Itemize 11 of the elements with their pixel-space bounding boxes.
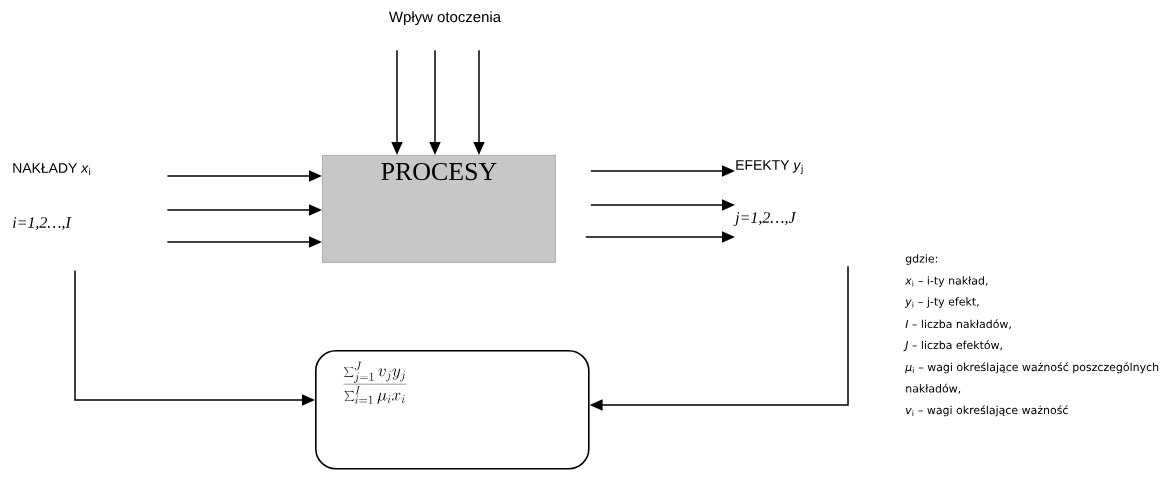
input-label: NAKŁADY x$_{i}$ i=1,2…,I xyxy=(13,163,91,231)
note-text: v$_{i}$ – wagi określające ważność xyxy=(906,405,1068,417)
output-label: EFEKTY y$_{j}$ j=1,2…,J xyxy=(733,160,803,227)
process-box: PROCESY xyxy=(322,155,556,263)
note-text: I – liczba nakładów, xyxy=(905,319,1011,330)
note-text: gdzie: xyxy=(905,254,938,265)
note-text: y$_{i}$ – j-ty efekt, xyxy=(904,297,979,308)
formula-box: $\frac{\sum_{j=1}^{J} v_j y_j}{\sum_{i=1}^{I} \mu_i x_i}$ xyxy=(315,350,590,470)
influence-label: Wpływ otoczenia xyxy=(389,11,502,26)
note-text: J – liczba efektów, xyxy=(903,340,1002,352)
note-text: x$_{i}$ – i-ty nakład, xyxy=(904,276,988,287)
